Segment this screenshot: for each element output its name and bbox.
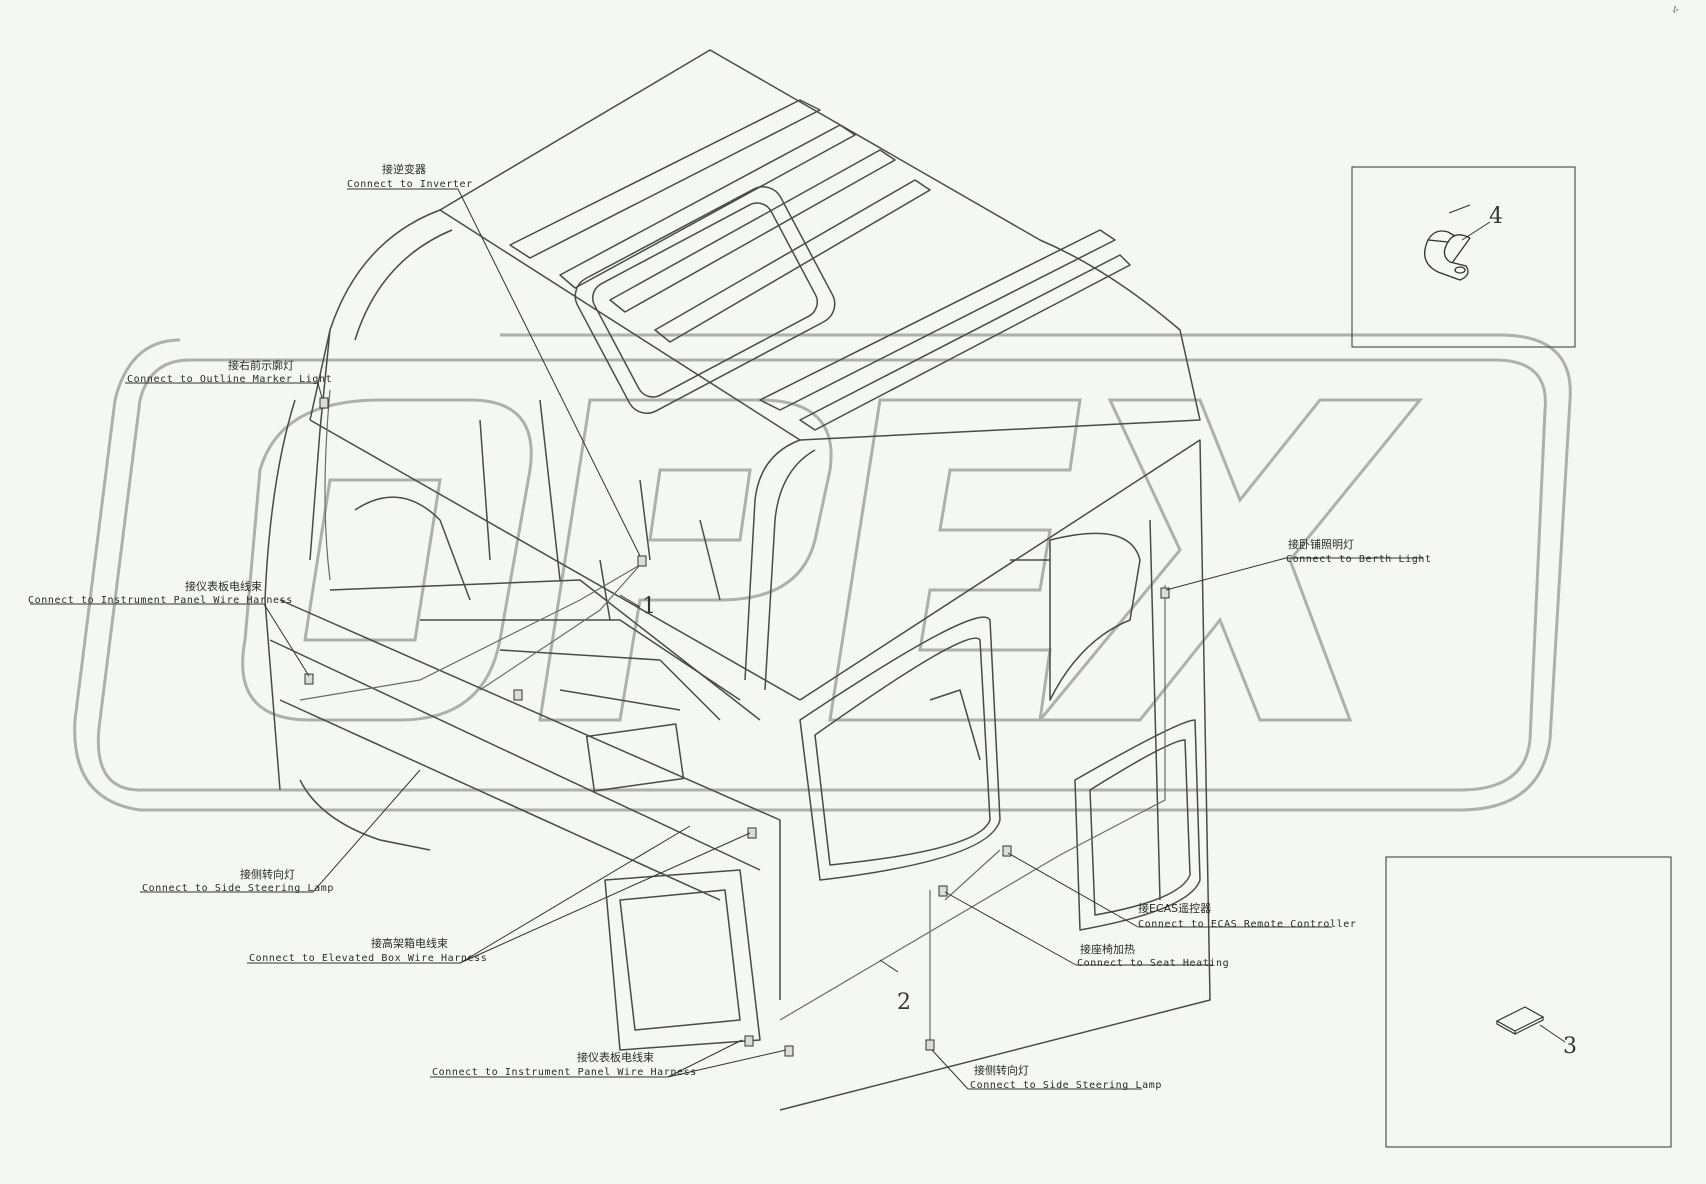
callout-berth-light-zh: 接卧铺照明灯 [1288, 538, 1354, 551]
callout-seat-heating-en: Connect to Seat Heating [1077, 958, 1230, 969]
connectors [304, 397, 1170, 1057]
callout-side-steering-right-zh: 接侧转向灯 [974, 1064, 1029, 1077]
part-number-4: 4 [1489, 204, 1503, 229]
watermark-logo [73, 333, 1572, 812]
callout-side-steering-right-en: Connect to Side Steering Lamp [970, 1080, 1162, 1091]
callout-instrument-panel-bottom-en: Connect to Instrument Panel Wire Harness [432, 1067, 697, 1078]
callout-elevated-box-en: Connect to Elevated Box Wire Harness [249, 953, 488, 964]
callout-ecas-en: Connect to ECAS Remote Controller [1138, 919, 1357, 930]
callout-instrument-panel-bottom-zh: 接仪表板电线束 [577, 1051, 654, 1064]
callout-inverter-zh: 接逆变器 [382, 163, 426, 176]
callout-seat-heating-zh: 接座椅加热 [1080, 943, 1135, 956]
callout-instrument-panel-left-zh: 接仪表板电线束 [185, 580, 262, 593]
part-number-3: 3 [1563, 1034, 1577, 1059]
leader-lines [30, 188, 1471, 1090]
callout-side-steering-left-zh: 接侧转向灯 [240, 868, 295, 881]
pipe-clamp-drawing [1424, 230, 1471, 281]
part-number-2: 2 [897, 990, 911, 1015]
callout-side-steering-left-en: Connect to Side Steering Lamp [142, 883, 334, 894]
callout-outline-marker-zh: 接右前示廓灯 [228, 359, 294, 372]
wire-harness [299, 389, 1166, 1040]
callout-ecas-zh: 接ECAS遥控器 [1138, 902, 1212, 915]
callout-outline-marker-en: Connect to Outline Marker Light [127, 374, 333, 385]
callout-berth-light-en: Connect to Berth Light [1286, 554, 1432, 565]
label-tag-drawing [1495, 1006, 1545, 1036]
callout-inverter-en: Connect to Inverter [347, 179, 473, 190]
part-number-1: 1 [642, 594, 656, 619]
cab-outline [264, 49, 1211, 1111]
callout-instrument-panel-left-en: Connect to Instrument Panel Wire Harness [28, 595, 293, 606]
inset-box-part-4 [1351, 166, 1576, 348]
inset-box-part-3 [1385, 856, 1672, 1148]
callout-elevated-box-zh: 接高架箱电线束 [371, 937, 448, 950]
